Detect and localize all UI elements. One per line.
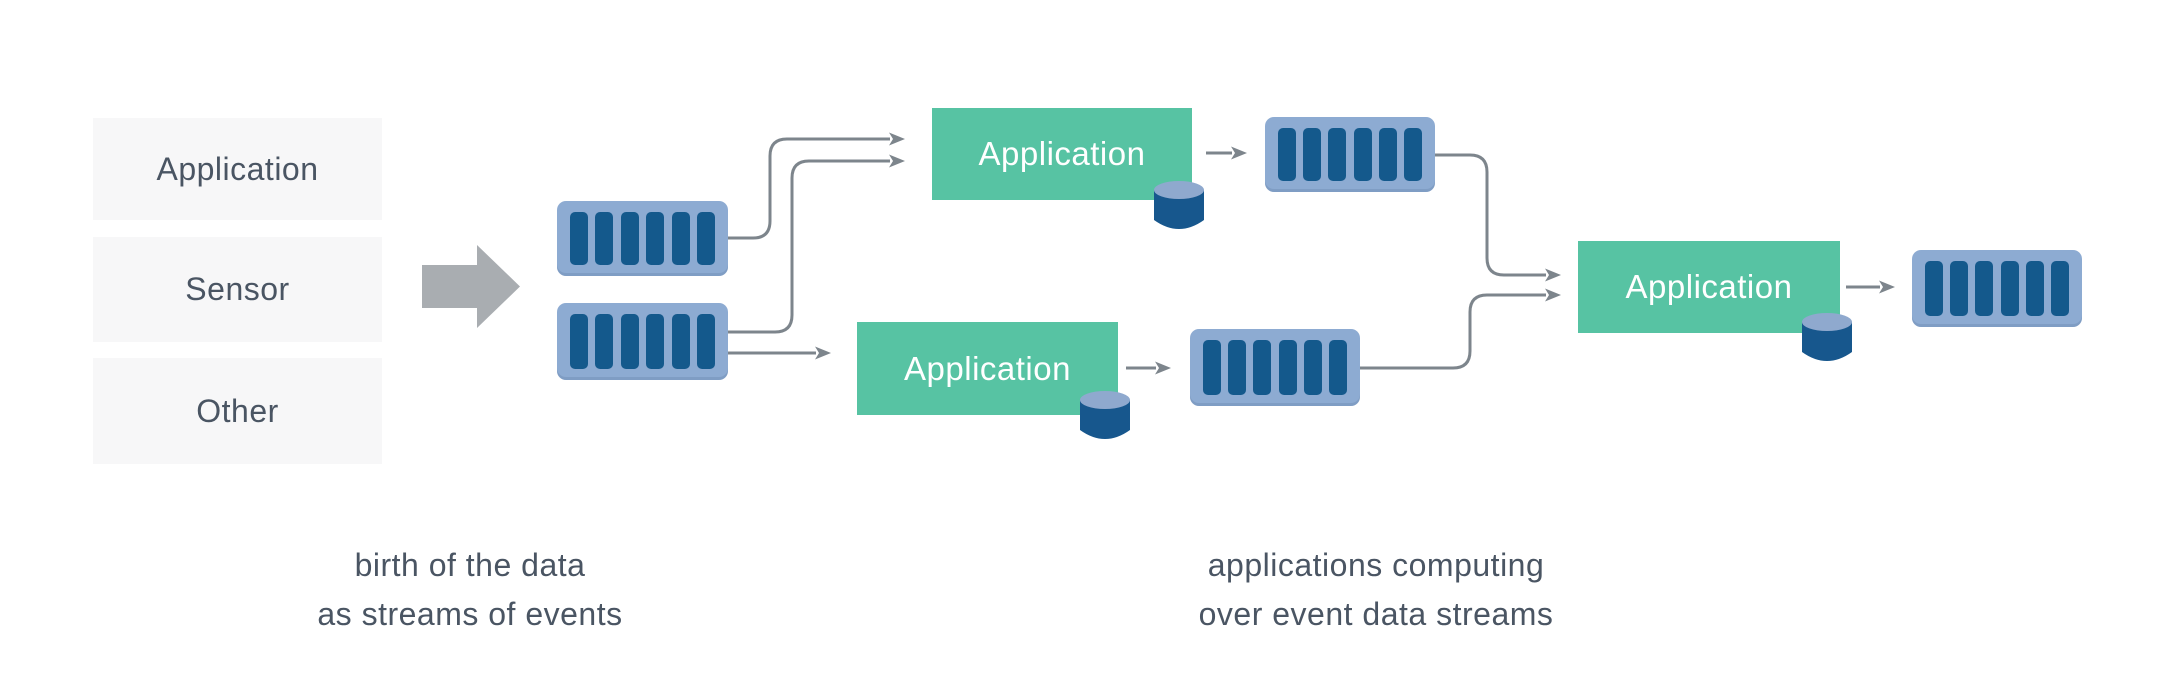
database-cylinder-icon-app1 [1154, 181, 1204, 229]
caption-applications-computing-line2: over event data streams [1198, 596, 1554, 632]
event-stream-icon-source-bottom [557, 303, 728, 380]
application-box-bottom: Application [857, 322, 1118, 415]
caption-applications-computing-line1: applications computing [1207, 547, 1545, 583]
source-item-other: Other [93, 358, 382, 464]
flow-arrow-streamD-to-app3 [1360, 288, 1561, 370]
caption-birth-of-data: birth of the data as streams of events [250, 541, 690, 639]
database-cylinder-icon-app2 [1080, 391, 1130, 439]
caption-birth-of-data-line1: birth of the data [354, 547, 586, 583]
source-item-other-label: Other [196, 392, 279, 429]
event-stream-icon-source-top [557, 201, 728, 276]
event-stream-icon-app2-output [1190, 329, 1360, 406]
source-item-application-label: Application [156, 150, 319, 187]
flow-arrow-streamA-to-app1 [728, 132, 905, 240]
database-cylinder-icon-app3 [1802, 313, 1852, 361]
application-box-top: Application [932, 108, 1192, 200]
application-box-top-label: Application [978, 135, 1146, 172]
block-arrow-right-icon [422, 245, 520, 328]
application-box-right: Application [1578, 241, 1840, 333]
application-box-bottom-label: Application [904, 349, 1071, 387]
source-item-sensor: Sensor [93, 237, 382, 342]
application-box-right-label: Application [1625, 268, 1793, 305]
caption-applications-computing: applications computing over event data s… [1131, 541, 1621, 639]
event-stream-icon-final-output [1912, 250, 2082, 327]
flow-arrow-streamB-to-app1 [728, 154, 905, 334]
source-item-sensor-label: Sensor [185, 271, 290, 307]
source-item-application: Application [93, 118, 382, 220]
event-stream-icon-app1-output [1265, 117, 1435, 192]
caption-birth-of-data-line2: as streams of events [317, 596, 623, 632]
flow-arrow-streamC-to-app3 [1435, 153, 1561, 282]
